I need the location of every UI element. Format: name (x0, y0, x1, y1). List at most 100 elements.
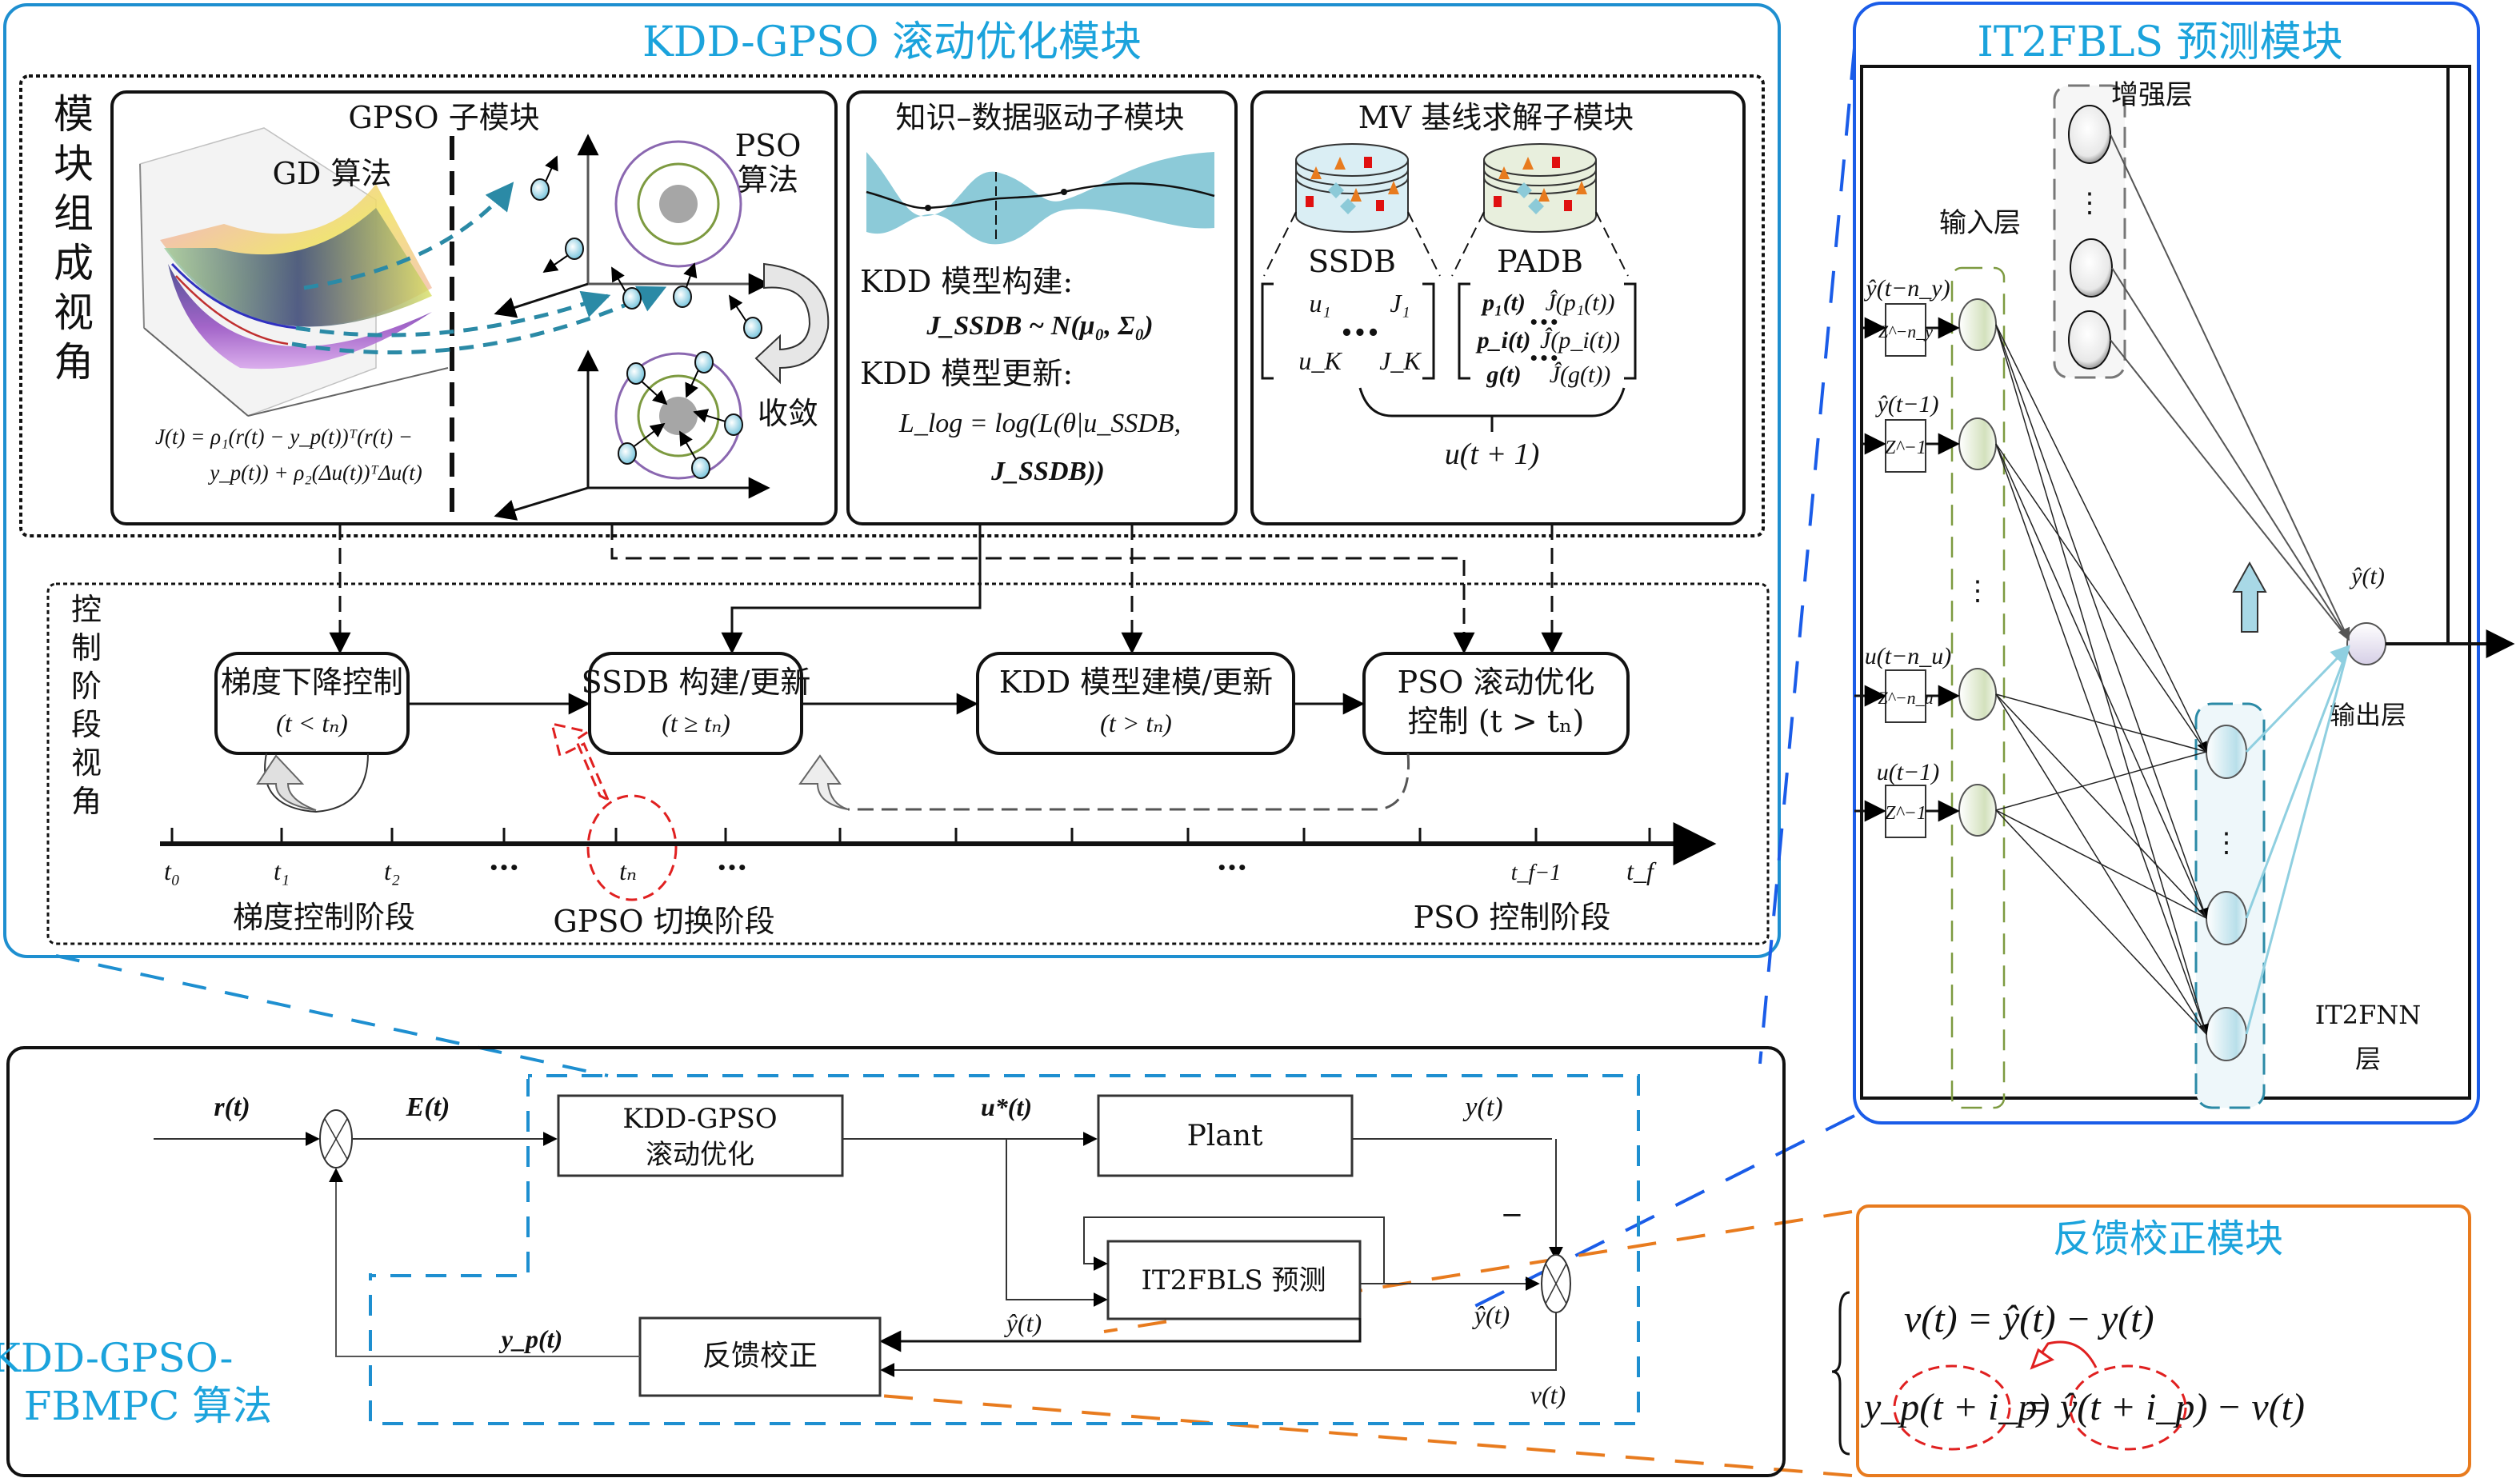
particle-icon (691, 457, 710, 479)
control-to-predictor-line (1006, 1139, 1108, 1307)
plant-label: Plant (1187, 1120, 1263, 1152)
error-signal-label: E(t) (406, 1093, 450, 1122)
timeline-ellipsis: ••• (1217, 858, 1247, 877)
feedback-to-junction-line (329, 1168, 640, 1357)
input-ellipsis: ⋮ (1964, 575, 1991, 607)
mv-submodule: MV 基线求解子模块 SSDB (1250, 90, 1746, 525)
fnn-to-output-connections (2245, 645, 2350, 1035)
enhancement-node (2068, 310, 2111, 370)
ssdb-loop-arrow-head-icon (798, 754, 849, 810)
plant-block[interactable] (1097, 1094, 1354, 1177)
input-node (1958, 298, 1997, 351)
input-signal-label: ŷ(t−1) (1875, 391, 1939, 417)
prediction-label-2: ŷ(t) (1472, 1300, 1510, 1329)
vertical-label-char: 角 (54, 339, 94, 385)
phase-label-pso: PSO 控制阶段 (1414, 900, 1611, 935)
delay-operator: Z^−n_u (1878, 688, 1933, 708)
converged-inner-ring (637, 374, 720, 457)
control-signal-label: u*(t) (981, 1093, 1032, 1121)
it2fbls-predictor-block[interactable] (1106, 1240, 1362, 1320)
timeline-tick-label: t₀ (164, 857, 180, 885)
it2fbls-module: IT2FBLS 预测模块 增强层 ⋮ 输入层 ⋮ ŷ(t−n_y) Z^−n_y… (1853, 2, 2515, 1124)
control-loop: KDD-GPSO- FBMPC 算法 r(t) E(t) KDD-GPSO 滚动… (0, 1046, 1786, 1477)
enhancement-layer-box (2053, 84, 2126, 379)
kdd-gpso-optimizer-block[interactable] (557, 1094, 844, 1177)
it2fnn-node (2206, 725, 2247, 779)
feedback-equation-1: v(t) = ŷ(t) − y(t) (1904, 1298, 2154, 1340)
padb-cell: Ĵ(p_i(t)) (1540, 327, 1620, 354)
pso-label: PSO (735, 128, 802, 163)
pso-swarm-outer-ring (614, 140, 742, 268)
input-node (1958, 668, 1997, 721)
gd-surface-plot (139, 127, 449, 417)
eq2-equals: = (2022, 1386, 2048, 1428)
particle-icon (673, 286, 692, 308)
prediction-label-1: ŷ(t) (1004, 1308, 1042, 1337)
network-frame (1860, 65, 2471, 1100)
particle-icon (626, 362, 646, 385)
it2fnn-layer-label: 层 (2355, 1044, 2381, 1074)
converged-global-best (659, 397, 698, 435)
padb-cell: Ĵ(g(t)) (1550, 362, 1611, 388)
particle-icon (565, 238, 584, 260)
prediction-to-feedback-line (879, 1318, 1362, 1352)
kdd-build-label: KDD 模型构建: (860, 264, 1073, 299)
padb-cell: Ĵ(p₁(t)) (1545, 290, 1614, 316)
algorithm-label: KDD-GPSO- (0, 1335, 233, 1381)
padb-matrix: p₁(t) Ĵ(p₁(t)) ••• p_i(t) Ĵ(p_i(t)) ••• … (1475, 290, 1620, 388)
vertical-label-char: 模 (54, 91, 94, 138)
it2fnn-layer-label: IT2FNN (2315, 1000, 2422, 1030)
pso-axes-upper (494, 134, 770, 318)
predictor-label: IT2FBLS 预测 (1142, 1264, 1326, 1296)
enhancement-layer-label: 增强层 (2111, 79, 2193, 111)
it2fbls-module-title: IT2FBLS 预测模块 (1977, 18, 2342, 66)
gaussian-process-plot (866, 152, 1215, 245)
eq2-right: ŷ(t + i_p) (2056, 1386, 2207, 1428)
stage-condition: (t ≥ tₙ) (662, 709, 730, 737)
error-to-feedback-line (880, 1312, 1557, 1377)
particle-icon (618, 442, 637, 465)
it2fnn-node (2206, 1007, 2247, 1061)
ssdb-cell: u₁ (1309, 289, 1330, 318)
timeline-tick-label: t_f (1626, 857, 1657, 885)
submodule-to-stage-connectors (329, 524, 1563, 654)
stage-gradient-descent: 梯度下降控制 (t < tₙ) (214, 652, 410, 755)
kdd-gpso-module-border (3, 3, 1781, 958)
ssdb-matrix-bracket-left (1261, 282, 1274, 380)
padb-cell: p_i(t) (1475, 327, 1531, 354)
pso-axes-lower (494, 350, 770, 521)
input-to-fnn-connections (1995, 324, 2210, 1036)
stage-condition: (t > tₙ) (1100, 709, 1172, 737)
vertical-label-char: 角 (71, 784, 102, 819)
gd-to-pso-trajectories (291, 182, 667, 355)
kdd-gpso-module-title: KDD-GPSO 滚动优化模块 (642, 18, 1142, 66)
pso-global-best (659, 185, 698, 223)
pso-swarm-inner-ring (637, 162, 720, 246)
cost-function-line1: J(t) = ρ₁(r(t) − y_p(t))ᵀ(r(t) − (155, 425, 413, 449)
feedback-correction-block[interactable] (638, 1316, 882, 1397)
mv-output-label: u(t + 1) (1445, 437, 1540, 471)
stage-title: 梯度下降控制 (221, 665, 403, 700)
kdd-submodule: 知识–数据驱动子模块 KDD 模型构建: J_SSDB ~ N(μ₀, Σ₀) … (846, 90, 1238, 525)
algorithm-label: FBMPC 算法 (24, 1383, 272, 1429)
feedback-label: 反馈校正 (702, 1340, 818, 1372)
ssdb-label: SSDB (1308, 244, 1396, 279)
stage-condition: (t < tₙ) (276, 709, 348, 737)
it2fnn-node (2206, 891, 2247, 945)
pso-to-ssdb-loop (848, 753, 1410, 811)
delay-operator: Z^−1 (1885, 437, 1926, 458)
ssdb-database-icon (1295, 143, 1409, 233)
delay-block-1u: u(t−1) Z^−1 (1877, 759, 1939, 838)
ssdb-matrix-bracket-right (1422, 282, 1435, 380)
stage-pso-control: PSO 滚动优化 控制 (t > tₙ) (1362, 652, 1630, 755)
fbmpc-scope-dashed (369, 1074, 1640, 1425)
kdd-update-formula-line2: J_SSDB)) (990, 457, 1105, 486)
substitution-arrow (2038, 1340, 2098, 1368)
gpso-submodule-title: GPSO 子模块 (348, 100, 539, 135)
vertical-label-char: 成 (54, 240, 94, 286)
vertical-label-char: 组 (54, 190, 94, 237)
stage-title: SSDB 构建/更新 (582, 665, 811, 700)
particle-icon (724, 413, 743, 436)
particle-icon (743, 317, 762, 339)
